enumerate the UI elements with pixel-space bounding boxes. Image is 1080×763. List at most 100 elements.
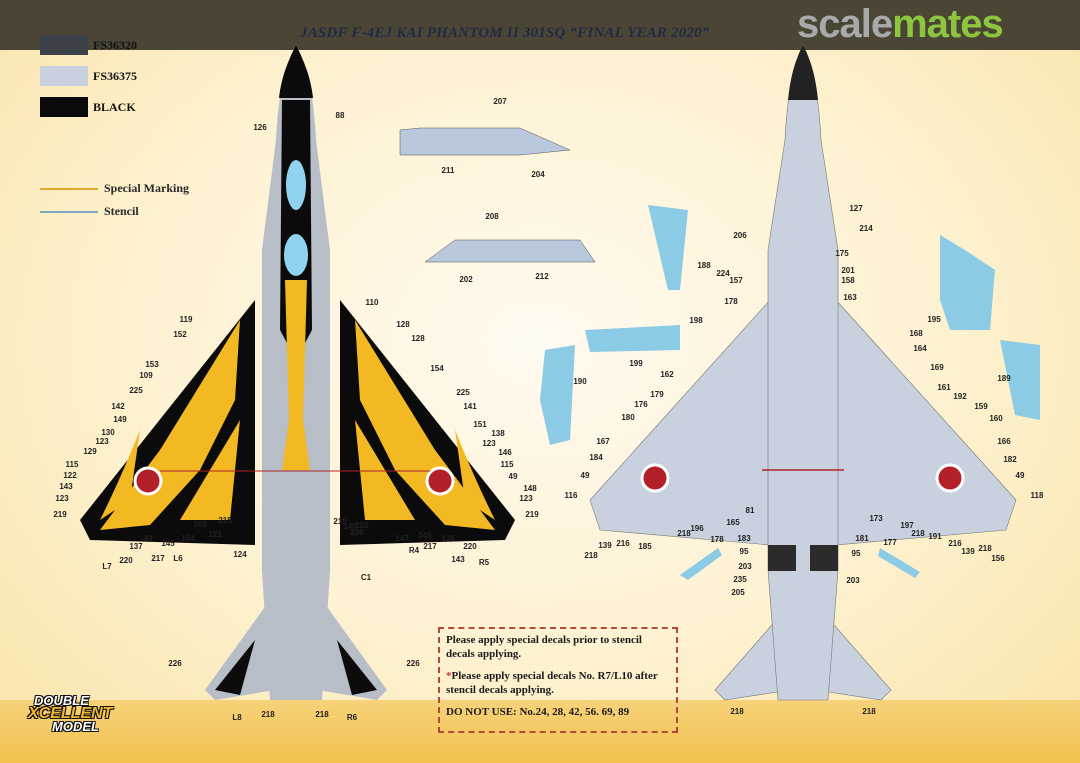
decal-callout-bottom-view: 218	[911, 529, 925, 538]
stencil-part-d	[940, 235, 995, 330]
swatch-label-fs36320: FS36320	[93, 38, 138, 52]
decal-callout-top-view: 109	[139, 371, 153, 380]
decal-callout-bottom-view: 161	[937, 383, 951, 392]
decal-callout-top-view: 141	[463, 402, 477, 411]
decal-callout-detail-parts: 207	[493, 97, 507, 106]
decal-callout-top-view: 123	[482, 439, 496, 448]
decal-callout-top-view: 140	[343, 522, 357, 531]
decal-callout-top-view: 225	[456, 388, 470, 397]
decal-callout-bottom-view: 139	[961, 547, 975, 556]
decal-callout-top-view: 122	[63, 471, 77, 480]
decal-callout-top-view: R6	[347, 713, 358, 722]
decal-callout-top-view: C1	[361, 573, 372, 582]
bottom-hinomaru-right	[935, 463, 965, 493]
swatch-fs36320	[40, 35, 88, 55]
decal-callout-bottom-view: 164	[913, 344, 927, 353]
decal-callout-bottom-view: 218	[677, 529, 691, 538]
stencil-part-a	[648, 205, 688, 290]
decal-callout-bottom-view: 185	[638, 542, 652, 551]
decal-callout-top-view: 148	[523, 484, 537, 493]
special-marking-label: Special Marking	[104, 181, 190, 195]
decal-callout-bottom-view: 49	[581, 471, 590, 480]
top-view-aircraft	[80, 45, 515, 700]
decal-callout-bottom-view: 159	[974, 402, 988, 411]
decal-callout-bottom-view: 157	[729, 276, 743, 285]
decal-callout-bottom-view: 199	[629, 359, 643, 368]
decal-callout-detail-parts: 202	[459, 275, 473, 284]
decal-callout-bottom-view: 168	[909, 329, 923, 338]
bottom-fuselage	[767, 44, 839, 701]
decal-callout-bottom-view: 116	[565, 491, 578, 500]
decal-callout-top-view: 88	[336, 111, 345, 120]
decal-callout-top-view: 130	[101, 428, 115, 437]
note-do-not-use: DO NOT USE: No.24, 28, 42, 56. 69, 89	[446, 706, 630, 718]
decal-callout-top-view: 217	[423, 542, 437, 551]
decal-callout-top-view: 182	[355, 521, 369, 530]
decal-callout-top-view: 129	[83, 447, 97, 456]
decal-callout-top-view: 143	[451, 555, 465, 564]
decal-callout-bottom-view: 179	[650, 390, 664, 399]
decal-callout-bottom-view: 235	[733, 575, 747, 584]
left-wing-stripes	[100, 320, 240, 530]
decal-callout-bottom-view: 158	[841, 276, 855, 285]
decal-callout-bottom-view: 127	[849, 204, 863, 213]
decal-callout-bottom-view: 201	[841, 266, 855, 275]
decal-callout-top-view: 104	[181, 534, 195, 543]
decal-callout-top-view: 154	[430, 364, 444, 373]
decal-callout-top-view: 123	[519, 494, 533, 503]
left-stabilizer-stripe	[215, 640, 255, 695]
decal-callout-bottom-view: 197	[900, 521, 914, 530]
decal-callout-bottom-view: 184	[589, 453, 603, 462]
exhaust-right	[810, 545, 838, 571]
decal-callout-bottom-view: 167	[596, 437, 610, 446]
decal-callout-bottom-view: 216	[948, 539, 962, 548]
scalemates-watermark: scalemates	[797, 2, 1004, 47]
decal-callout-top-view: 147	[395, 534, 409, 543]
decal-callout-top-view: 218	[315, 710, 329, 719]
decal-callout-top-view: 143	[59, 482, 73, 491]
swatch-label-black: BLACK	[93, 100, 136, 114]
swatch-fs36375	[40, 66, 88, 86]
swatch-label-fs36375: FS36375	[93, 69, 138, 83]
decal-callout-bottom-view: 214	[859, 224, 873, 233]
decal-callout-bottom-view: 166	[997, 437, 1011, 446]
left-stabilizer	[205, 600, 275, 700]
decal-callout-bottom-view: 95	[740, 547, 749, 556]
sheet-title: JASDF F-4EJ KAI PHANTOM II 301SQ “FINAL …	[300, 25, 710, 41]
decal-callout-top-view: 219	[53, 510, 67, 519]
right-wing-stripes	[355, 320, 495, 530]
decal-callout-top-view: 138	[491, 429, 505, 438]
decal-callout-top-view: 226	[168, 659, 182, 668]
decal-callout-top-view: L7	[102, 562, 112, 571]
decal-callout-bottom-view: 95	[852, 549, 861, 558]
decal-callout-bottom-view: 182	[1003, 455, 1017, 464]
note-special-decals: Please apply special decals prior to ste…	[446, 634, 642, 660]
right-stabilizer	[318, 600, 387, 700]
decal-callout-bottom-view: 218	[730, 707, 744, 716]
canopy-front	[284, 158, 308, 212]
decal-callout-top-view: 218	[261, 710, 275, 719]
note-r7-l10: Please apply special decals No. R7/L10 a…	[446, 670, 658, 696]
decal-callout-bottom-view: 183	[737, 534, 751, 543]
decal-callout-bottom-view: 224	[716, 269, 730, 278]
decal-callout-detail-parts: 212	[535, 272, 549, 281]
decal-callout-bottom-view: 205	[731, 588, 745, 597]
instructions-box: Please apply special decals prior to ste…	[438, 627, 678, 733]
decal-callout-bottom-view: 188	[697, 261, 711, 270]
decal-callout-top-view: 220	[463, 542, 477, 551]
decal-callout-bottom-view: 218	[862, 707, 876, 716]
decal-callout-bottom-view: 163	[843, 293, 857, 302]
decal-callout-top-view: 215	[333, 517, 347, 526]
decal-callout-bottom-view: 169	[930, 363, 944, 372]
decal-callout-bottom-view: 192	[953, 392, 967, 401]
decal-callout-detail-parts: 204	[531, 170, 545, 179]
decal-callout-bottom-view: 216	[616, 539, 630, 548]
decal-callout-bottom-view: 181	[855, 534, 869, 543]
decal-callout-bottom-view: 203	[738, 562, 752, 571]
brand-part1: scale	[797, 2, 893, 46]
decal-callout-bottom-view: 198	[689, 316, 703, 325]
decal-callout-top-view: 49	[144, 534, 153, 543]
decal-callout-top-view: 215	[218, 516, 232, 525]
stencil-part-e	[1000, 340, 1040, 420]
